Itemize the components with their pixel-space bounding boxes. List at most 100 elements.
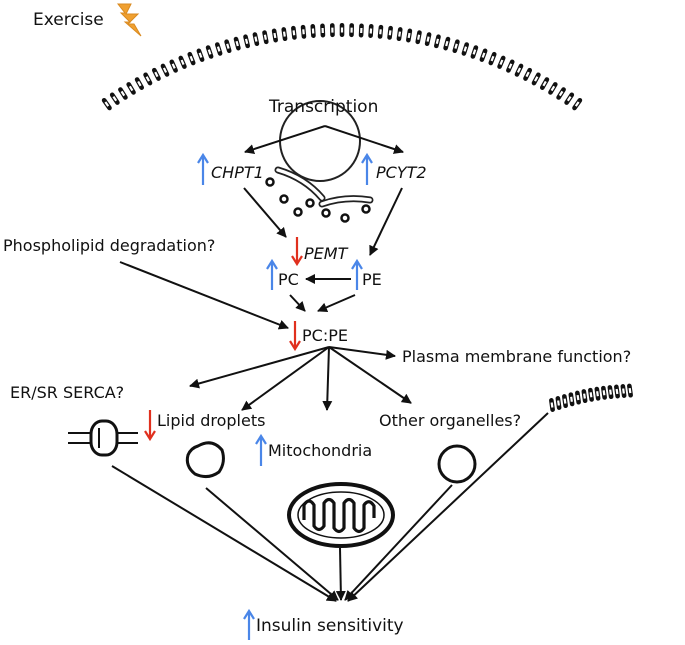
phospholipid [252,32,260,46]
arrow-chpt1-pemt [243,187,287,238]
vesicle [321,208,331,218]
lipid-droplets-label: Lipid droplets [157,411,266,430]
phospholipid [443,36,451,51]
phospholipid [531,72,541,86]
arrow-serca-insulin [111,465,337,602]
phospholipid [196,48,205,62]
up-arrow-icon [361,152,373,185]
lipid-droplet-icon [185,441,225,479]
phospholipid [415,30,422,45]
arrow-membrane-insulin [347,412,549,602]
phospholipid [548,82,558,95]
organelle-icon [437,444,477,484]
phospholipid [134,77,145,90]
serca-pump-icon [68,419,138,457]
phospholipid [568,392,575,407]
phospholipid [523,67,533,81]
vesicle [361,204,371,214]
phospholipid [506,59,515,73]
phospholipid [470,45,479,59]
arrow-pc-pcpe [289,294,306,312]
arrow-droplet-insulin [205,487,339,601]
phospholipid [271,28,278,43]
phospholipid [562,394,568,409]
phospholipid [143,72,153,86]
phospholipid [564,92,575,105]
plasma-membrane-label: Plasma membrane function? [402,347,632,366]
er-sr-serca-label: ER/SR SERCA? [10,383,125,402]
up-arrow-icon [197,152,209,185]
transcription-label: Transcription [269,97,379,117]
mitochondrion-icon [287,482,395,548]
vesicle [293,207,303,217]
phospholipid [614,384,620,399]
lightning-icon [116,3,142,37]
vesicle [265,177,275,187]
phospholipid [514,63,524,77]
vesicle [305,198,315,208]
er-tubule [276,168,324,200]
phospholipid [233,36,241,51]
up-arrow-icon [266,258,278,290]
vesicle [279,194,289,204]
phospholipid [151,67,161,81]
phospholipid [601,385,607,400]
up-arrow-icon [255,433,267,466]
phospholipid [243,34,250,49]
pe-label: PE [362,270,382,289]
phospholipid [627,383,633,398]
phospholipid [291,25,297,40]
phospholipid [556,87,566,100]
down-arrow-icon [291,237,303,267]
other-organelles-label: Other organelles? [379,411,522,430]
arrow-mito-insulin [335,547,346,601]
phospholipid [224,39,232,54]
arrow-pe-pcpe [317,294,356,313]
arrow-to-mitochondria [322,346,333,411]
phospholipid [205,45,214,59]
phospholipid-degradation-label: Phospholipid degradation? [3,236,216,255]
phospholipid [461,42,470,56]
pemt-label: PEMT [304,244,348,263]
pc-pe-ratio-label: PC:PE [302,326,348,345]
down-arrow-icon [289,321,301,352]
phospholipid [101,97,112,111]
membrane-bilayer [101,23,583,111]
arrow-to-other-organelles [328,346,412,404]
phospholipid [187,51,196,66]
phospholipid [262,30,269,45]
phospholipid [377,24,384,39]
phospholipid [620,384,627,398]
phospholipid [539,77,550,90]
pcyt2-label: PCYT2 [376,163,427,182]
phospholipid [300,24,307,39]
phospholipid [406,28,413,43]
phospholipid [178,55,187,69]
arrow-to-plasma-membrane [328,346,396,360]
membrane-fragment [549,383,633,412]
mitochondria-label: Mitochondria [268,441,373,460]
phospholipid [329,23,335,38]
pc-label: PC [278,270,299,289]
phospholipid [396,27,403,42]
arrow-transcription-chpt1 [244,125,326,154]
phospholipid [358,23,364,38]
phospholipid [572,97,583,111]
phospholipid [169,59,178,73]
phospholipid [281,27,288,42]
up-arrow-icon [351,258,363,290]
phospholipid [497,55,506,69]
er-tubule [274,166,326,202]
phospholipid [349,23,355,38]
phospholipid [555,396,562,410]
regulation-arrows [144,152,373,640]
phospholipid [160,63,170,77]
phospholipid [214,42,223,56]
phospholipid [588,387,594,402]
phospholipid [109,92,120,105]
phospholipid [607,385,614,400]
arrow-transcription-pcyt2 [324,125,404,154]
phospholipid [387,25,393,40]
